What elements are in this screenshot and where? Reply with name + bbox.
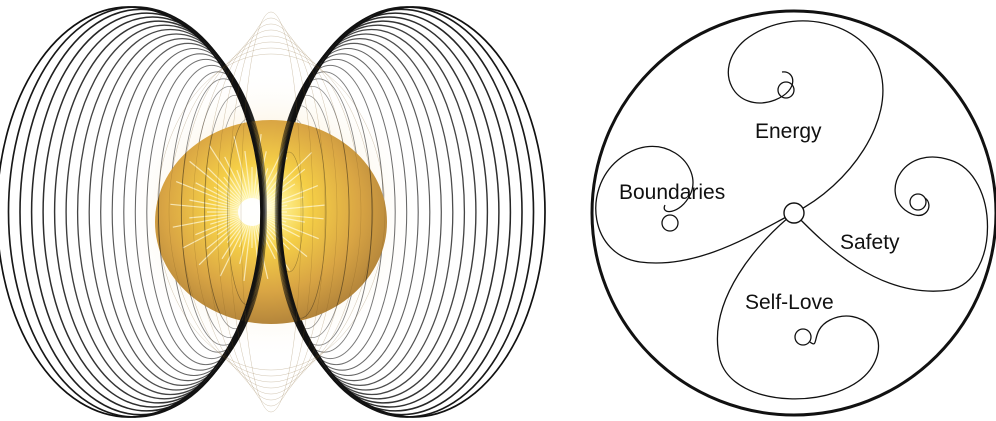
field-loop-inner xyxy=(180,41,362,383)
spiral-eye-1 xyxy=(777,81,795,99)
field-loop-left xyxy=(180,78,267,346)
spiral-arm-3 xyxy=(793,156,988,292)
label-self-love: Self-Love xyxy=(745,291,834,314)
spiral-eye-2 xyxy=(661,214,679,232)
spiral-arm-1 xyxy=(727,20,884,214)
center-circle xyxy=(783,202,805,224)
sphere-core xyxy=(238,198,266,226)
spiral-arm-2 xyxy=(595,145,795,264)
spiral-arms xyxy=(595,20,988,400)
spiral-eye-4 xyxy=(794,328,812,346)
field-loop-left xyxy=(134,53,266,371)
toroidal-field-figure xyxy=(0,6,546,418)
field-loop-inner xyxy=(240,11,302,413)
field-loop-inner xyxy=(204,29,338,395)
field-loop-inner xyxy=(156,53,386,371)
field-loop-inner xyxy=(168,47,374,377)
field-loop-right xyxy=(275,105,327,319)
field-loop-right xyxy=(277,47,419,377)
spiral-arm-4 xyxy=(716,212,880,400)
label-boundaries: Boundaries xyxy=(619,181,725,204)
field-loop-inner xyxy=(216,23,326,401)
field-loop-right xyxy=(274,151,304,273)
label-safety: Safety xyxy=(840,231,900,254)
field-loop-right xyxy=(276,58,396,366)
field-loop-inner xyxy=(228,17,314,407)
field-loop-left xyxy=(0,6,262,418)
four-spiral-circle-diagram: Energy Boundaries Safety Self-Love xyxy=(590,9,996,417)
field-loop-right xyxy=(279,6,535,418)
field-loop-inner xyxy=(192,35,350,389)
field-loop-left xyxy=(204,94,267,330)
label-energy: Energy xyxy=(755,120,822,143)
spiral-eye-3 xyxy=(909,193,927,211)
field-loop-right xyxy=(275,86,350,338)
outer-circle xyxy=(590,9,996,417)
field-lines-front xyxy=(0,6,535,418)
